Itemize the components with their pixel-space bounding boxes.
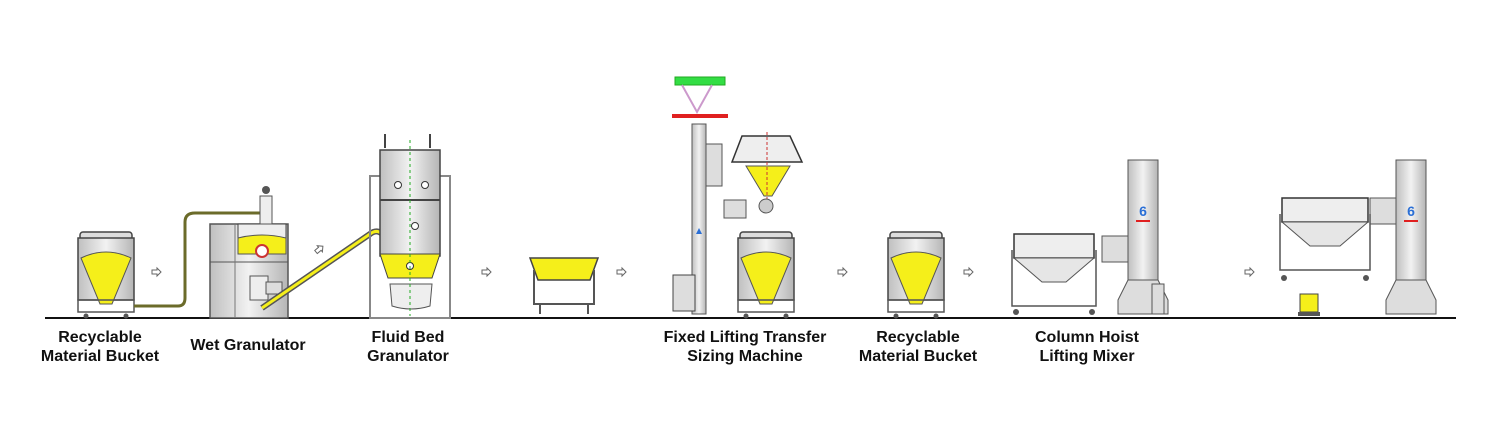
- flow-arrow-icon: [616, 267, 627, 277]
- flow-arrow-icon: [963, 267, 974, 277]
- recyclable-bucket-1: [77, 231, 135, 320]
- flow-arrow-icon: [481, 267, 492, 277]
- label-line: Granulator: [367, 348, 449, 365]
- label-line: Fluid Bed: [371, 329, 445, 346]
- label-line: Material Bucket: [858, 348, 978, 365]
- svg-text:6: 6: [1407, 203, 1415, 219]
- label-line: Recyclable: [58, 329, 142, 346]
- column-hoist-mixer-lifted: 6: [1279, 159, 1437, 316]
- column-hoist-lifting-mixer-machine: 6: [1011, 159, 1169, 315]
- label-recyclable-bucket-1: Recyclable Material Bucket: [41, 328, 159, 366]
- flow-arrow-icon: [1244, 267, 1255, 277]
- label-fluid-bed-granulator: Fluid Bed Granulator: [367, 328, 449, 366]
- label-recyclable-bucket-2: Recyclable Material Bucket: [859, 328, 977, 366]
- label-line: Lifting Mixer: [1039, 348, 1135, 365]
- wet-granulator-machine: [209, 186, 289, 319]
- label-wet-granulator: Wet Granulator: [190, 336, 305, 355]
- label-line: Fixed Lifting Transfer: [663, 329, 827, 346]
- label-line: Sizing Machine: [687, 348, 803, 365]
- material-tray: [528, 257, 600, 314]
- label-line: Wet Granulator: [190, 337, 306, 354]
- label-column-hoist-mixer: Column Hoist Lifting Mixer: [1035, 328, 1139, 366]
- vacuum-pipe: [134, 211, 262, 308]
- fixed-lifting-transfer-machine: [672, 76, 804, 315]
- label-line: Recyclable: [876, 329, 960, 346]
- fluid-bed-granulator-machine: [369, 134, 451, 319]
- flow-arrow-icon: [312, 242, 326, 256]
- svg-text:6: 6: [1139, 203, 1147, 219]
- label-line: Column Hoist: [1035, 329, 1139, 346]
- recyclable-bucket-2: [887, 231, 945, 320]
- flow-arrow-icon: [151, 267, 162, 277]
- label-line: Material Bucket: [40, 348, 160, 365]
- transfer-bucket: [737, 231, 795, 320]
- label-fixed-lifting-transfer: Fixed Lifting Transfer Sizing Machine: [664, 328, 827, 366]
- flow-arrow-icon: [837, 267, 848, 277]
